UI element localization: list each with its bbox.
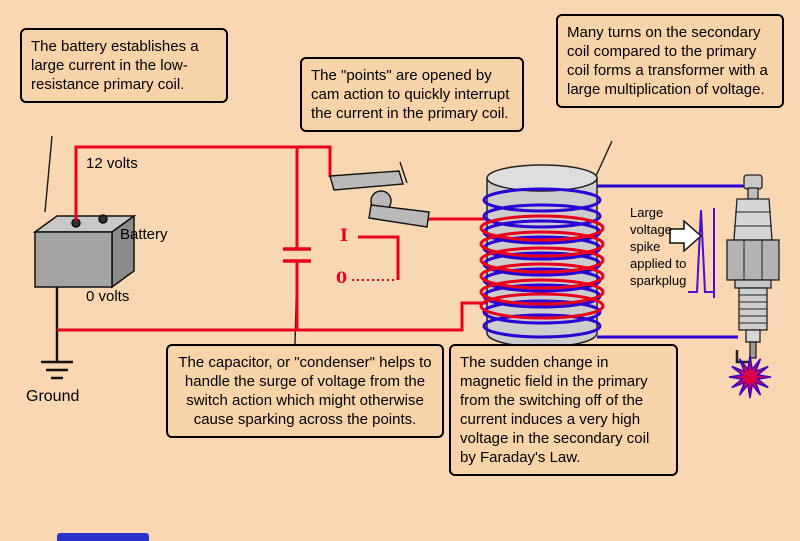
plug-hex-facets (743, 240, 763, 280)
points-upper-arm (329, 170, 404, 191)
points-lower-arm (368, 204, 430, 228)
wire-bottom-return (57, 301, 487, 332)
plug-insulator (733, 198, 773, 241)
label-battery: Battery (120, 226, 168, 243)
label-ground: Ground (26, 388, 80, 405)
callout-battery: The battery establishes a large current … (20, 28, 228, 103)
primary-wiring (57, 145, 487, 332)
primary-winding (479, 214, 605, 320)
secondary-wiring (597, 184, 744, 339)
spark-plug (726, 174, 780, 364)
right-arrow-icon (669, 219, 703, 253)
battery-terminal-negative (98, 214, 108, 224)
battery-front-face (34, 231, 113, 288)
plug-insulator-ribs (734, 211, 772, 227)
voltage-spike-graph (688, 208, 715, 298)
plug-ground-electrode (735, 350, 750, 364)
plug-gasket (734, 279, 772, 289)
label-12-volts: 12 volts (86, 155, 138, 172)
pointer-points (399, 161, 408, 184)
pointer-battery (44, 135, 53, 213)
plug-thread-lines (739, 294, 767, 324)
plug-center-electrode (749, 341, 757, 359)
label-voltage-spike: Large voltage spike applied to sparkplug (630, 205, 687, 288)
label-current-on: I (340, 226, 348, 246)
label-0-volts: 0 volts (86, 288, 130, 305)
ground-wire (41, 286, 73, 380)
callout-transformer: Many turns on the secondary coil compare… (556, 14, 784, 108)
wire-battery-to-points (74, 145, 332, 221)
current-waveform-on (358, 235, 400, 280)
battery (32, 214, 137, 289)
ground-symbol (41, 360, 73, 380)
plug-terminal (743, 174, 763, 190)
points-switch (329, 170, 430, 228)
spark-burst-icon (728, 355, 772, 399)
callout-points: The "points" are opened by cam action to… (300, 57, 524, 132)
plug-neck (747, 187, 759, 200)
pointer-coil-top (595, 140, 613, 177)
cropped-nav-button[interactable] (57, 533, 149, 541)
coil-top-cap (486, 164, 598, 192)
label-current-off: 0 (336, 268, 348, 287)
plug-hex-body (726, 239, 780, 281)
spike-curve (688, 209, 714, 293)
callout-capacitor: The capacitor, or "condenser" helps to h… (166, 344, 444, 438)
callout-induction: The sudden change in magnetic field in t… (449, 344, 678, 476)
plug-tip-insulator (745, 329, 761, 343)
